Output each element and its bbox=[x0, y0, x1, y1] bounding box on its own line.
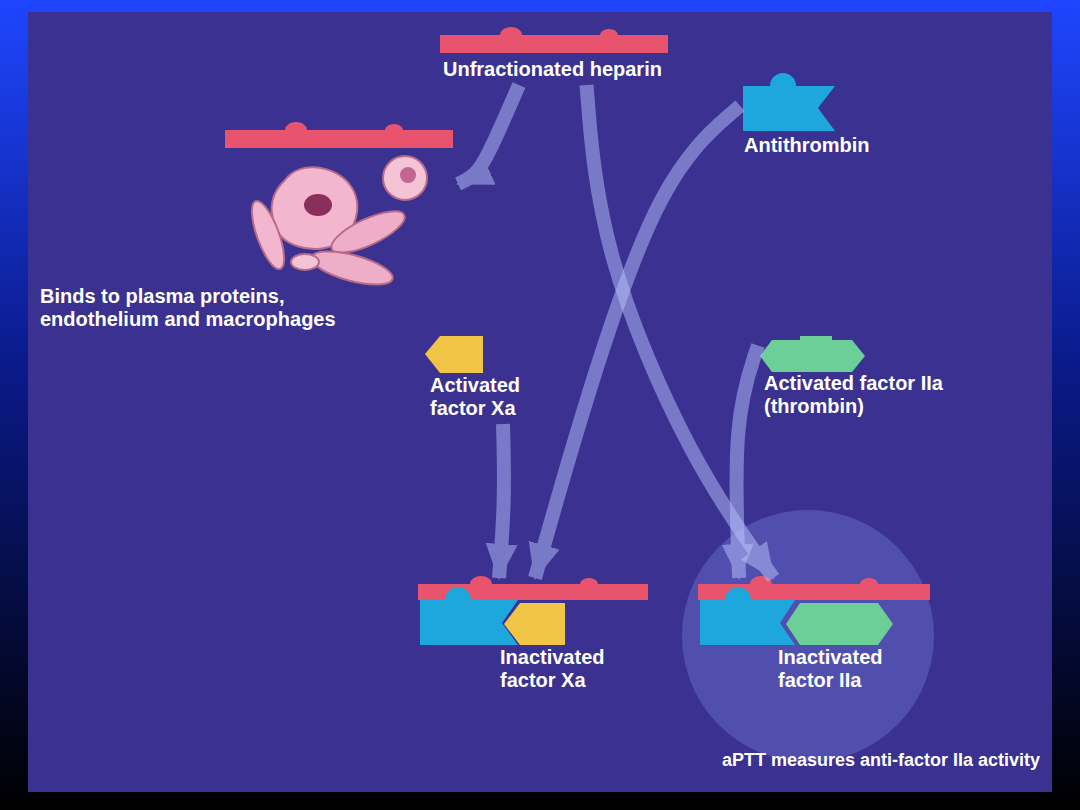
antithrombin-molecule bbox=[420, 587, 518, 645]
antithrombin-molecule bbox=[700, 587, 795, 645]
molecule-label-box: Activated factor Xa bbox=[425, 332, 555, 424]
drug-label-box: Unfractionated heparin bbox=[438, 30, 708, 85]
curved-arrow bbox=[499, 424, 504, 578]
caption-note: aPTT measures anti-factor IIa activity bbox=[722, 750, 1040, 771]
thrombin-molecule bbox=[760, 336, 865, 372]
binding-sites-box: Binds to plasma proteins, endothelium an… bbox=[38, 125, 458, 335]
complex-label-box: Inactivated factor IIa bbox=[695, 578, 940, 696]
antithrombin-molecule bbox=[743, 73, 835, 131]
molecule-label-box: Activated factor IIa (thrombin) bbox=[758, 332, 958, 422]
highlight-circle bbox=[682, 510, 934, 762]
heparin-chain bbox=[225, 122, 453, 148]
node-label: Antithrombin bbox=[744, 134, 914, 157]
node-label: Inactivated factor Xa bbox=[500, 646, 645, 692]
heparin-chain bbox=[440, 27, 668, 53]
node-label: Activated factor Xa bbox=[430, 374, 552, 420]
node-label: Inactivated factor IIa bbox=[778, 646, 923, 692]
cells bbox=[245, 156, 427, 291]
curved-arrow bbox=[458, 85, 519, 184]
curved-arrow bbox=[535, 106, 740, 578]
molecule-label-box: Antithrombin bbox=[740, 82, 920, 161]
thrombin-molecule bbox=[786, 603, 893, 645]
node-label: Unfractionated heparin bbox=[443, 58, 703, 81]
complex-label-box: Inactivated factor Xa bbox=[415, 578, 655, 696]
node-label: Binds to plasma proteins, endothelium an… bbox=[40, 285, 338, 331]
factor-xa-molecule bbox=[504, 603, 565, 645]
node-label: Activated factor IIa (thrombin) bbox=[764, 372, 954, 418]
curved-arrow bbox=[736, 346, 758, 579]
factor-xa-molecule bbox=[425, 336, 483, 373]
